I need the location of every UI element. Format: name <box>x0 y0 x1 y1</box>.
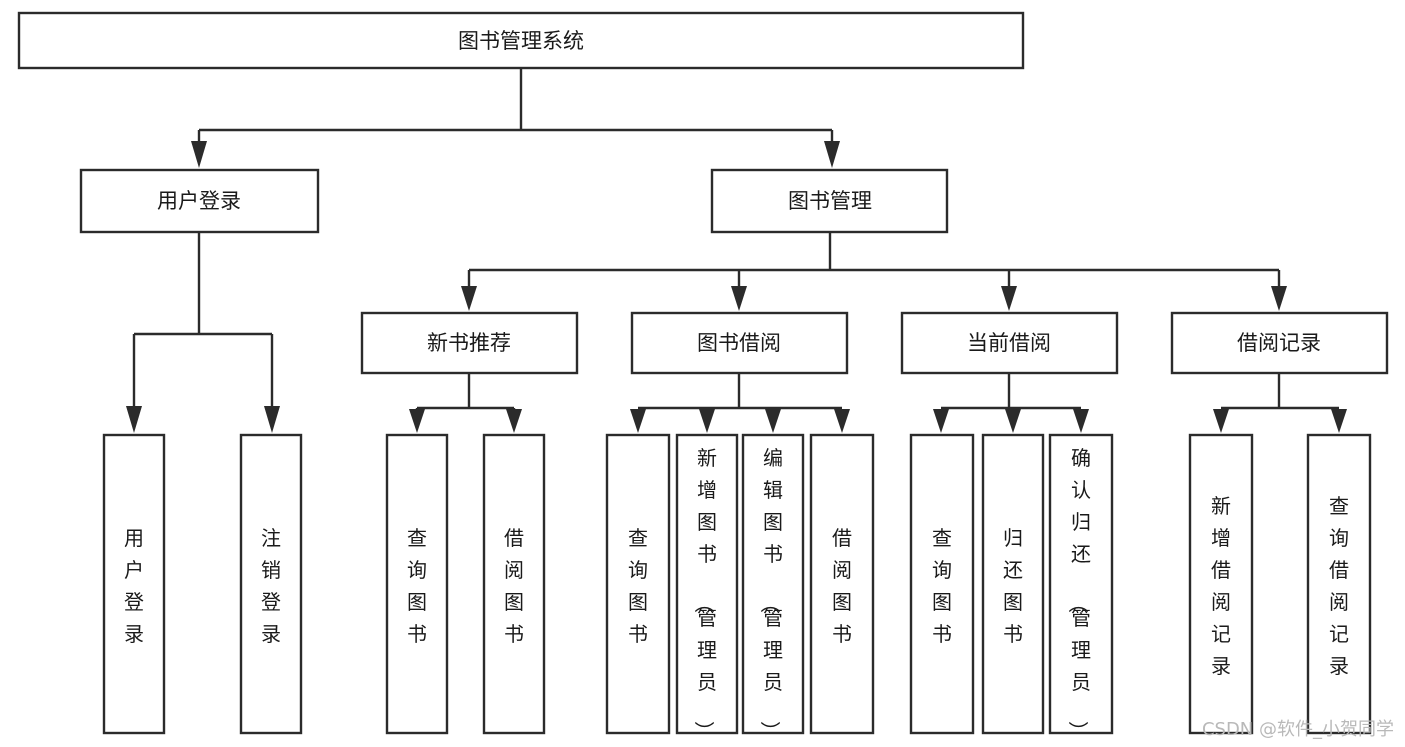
arrow-icon-leaf-borrow-book-2 <box>834 409 850 433</box>
node-user-login[interactable]: 用户登录 <box>79 168 320 234</box>
node-leaf-query-book-3-label: 查询图书 <box>932 526 952 646</box>
node-leaf-borrow-book-1[interactable]: 借阅图书 <box>482 433 546 735</box>
arrow-icon-leaf-user-login <box>126 406 142 433</box>
node-leaf-query-book-3-box[interactable] <box>909 433 975 735</box>
node-leaf-query-book-2[interactable]: 查询图书 <box>605 433 671 735</box>
node-leaf-borrow-book-1-box[interactable] <box>482 433 546 735</box>
arrow-icon-new-book-recommend <box>461 286 477 311</box>
node-leaf-query-book-2-box[interactable] <box>605 433 671 735</box>
node-leaf-query-record[interactable]: 查询借阅记录 <box>1306 433 1372 735</box>
connector-layer <box>126 68 1347 433</box>
node-borrow-record[interactable]: 借阅记录 <box>1170 311 1389 375</box>
node-book-borrow-label: 图书借阅 <box>697 331 781 355</box>
node-book-borrow-box[interactable] <box>630 311 849 375</box>
csdn-watermark: CSDN @软件_小贺同学 <box>1202 719 1394 740</box>
node-root-box[interactable] <box>17 11 1025 70</box>
arrow-icon-current-borrow <box>1001 286 1017 311</box>
node-user-login-label: 用户登录 <box>157 189 241 213</box>
node-leaf-borrow-book-2-box[interactable] <box>809 433 875 735</box>
arrow-icon-leaf-return-book <box>1005 409 1021 433</box>
node-leaf-edit-book-label: 编辑图书（管理员） <box>758 446 783 741</box>
arrow-icon-leaf-query-book-3 <box>933 409 949 433</box>
node-leaf-query-book-3[interactable]: 查询图书 <box>909 433 975 735</box>
arrow-icon-leaf-query-book-2 <box>630 409 646 433</box>
node-leaf-return-book-box[interactable] <box>981 433 1045 735</box>
arrow-icon-book-manage <box>824 141 840 168</box>
node-leaf-borrow-book-2-label: 借阅图书 <box>832 526 852 646</box>
node-current-borrow[interactable]: 当前借阅 <box>900 311 1119 375</box>
arrow-icon-leaf-confirm-return <box>1073 409 1089 433</box>
arrow-icon-leaf-edit-book <box>765 409 781 433</box>
node-new-book-recommend-box[interactable] <box>360 311 579 375</box>
node-leaf-query-book-2-label: 查询图书 <box>628 526 648 646</box>
node-leaf-add-record-label: 新增借阅记录 <box>1211 494 1231 678</box>
node-borrow-record-box[interactable] <box>1170 311 1389 375</box>
node-leaf-user-login-label: 用户登录 <box>124 526 144 646</box>
node-user-login-box[interactable] <box>79 168 320 234</box>
node-leaf-add-record-box[interactable] <box>1188 433 1254 735</box>
arrow-icon-leaf-add-book <box>699 409 715 433</box>
node-leaf-confirm-return-label: 确认归还（管理员） <box>1066 446 1091 741</box>
node-leaf-logout[interactable]: 注销登录 <box>239 433 303 735</box>
leaf-node-layer: 用户登录 注销登录 查询图书 借阅图书 查询图书 新增图书（管理员） <box>102 433 1372 741</box>
node-leaf-add-book-box[interactable] <box>675 433 739 735</box>
node-book-borrow[interactable]: 图书借阅 <box>630 311 849 375</box>
node-book-manage-label: 图书管理 <box>788 189 872 213</box>
node-leaf-confirm-return-box[interactable] <box>1048 433 1114 735</box>
node-borrow-record-label: 借阅记录 <box>1237 331 1321 355</box>
node-leaf-add-record[interactable]: 新增借阅记录 <box>1188 433 1254 735</box>
arrow-icon-leaf-query-book-1 <box>409 409 425 433</box>
node-leaf-query-record-label: 查询借阅记录 <box>1329 494 1349 678</box>
node-root[interactable]: 图书管理系统 <box>17 11 1025 70</box>
node-leaf-borrow-book-1-label: 借阅图书 <box>504 526 524 646</box>
node-leaf-return-book[interactable]: 归还图书 <box>981 433 1045 735</box>
node-book-manage-box[interactable] <box>710 168 949 234</box>
node-leaf-query-book-1-box[interactable] <box>385 433 449 735</box>
node-new-book-recommend[interactable]: 新书推荐 <box>360 311 579 375</box>
node-leaf-query-book-1[interactable]: 查询图书 <box>385 433 449 735</box>
node-leaf-user-login[interactable]: 用户登录 <box>102 433 166 735</box>
node-leaf-query-book-1-label: 查询图书 <box>407 526 427 646</box>
node-new-book-recommend-label: 新书推荐 <box>427 331 511 355</box>
node-current-borrow-box[interactable] <box>900 311 1119 375</box>
node-leaf-add-book-label: 新增图书（管理员） <box>692 446 717 741</box>
arrow-icon-leaf-borrow-book-1 <box>506 409 522 433</box>
node-leaf-confirm-return[interactable]: 确认归还（管理员） <box>1048 433 1114 741</box>
arrow-icon-borrow-record <box>1271 286 1287 311</box>
arrow-icon-leaf-query-record <box>1331 409 1347 433</box>
node-leaf-user-login-box[interactable] <box>102 433 166 735</box>
node-root-label: 图书管理系统 <box>458 29 584 53</box>
node-leaf-logout-box[interactable] <box>239 433 303 735</box>
node-leaf-borrow-book-2[interactable]: 借阅图书 <box>809 433 875 735</box>
node-leaf-logout-label: 注销登录 <box>261 526 281 646</box>
arrow-icon-user-login <box>191 141 207 168</box>
node-current-borrow-label: 当前借阅 <box>967 331 1051 355</box>
node-leaf-return-book-label: 归还图书 <box>1003 526 1023 646</box>
node-leaf-query-record-box[interactable] <box>1306 433 1372 735</box>
node-book-manage[interactable]: 图书管理 <box>710 168 949 234</box>
arrow-icon-leaf-logout <box>264 406 280 433</box>
node-leaf-edit-book-box[interactable] <box>741 433 805 735</box>
node-leaf-edit-book[interactable]: 编辑图书（管理员） <box>741 433 805 741</box>
arrow-icon-book-borrow <box>731 286 747 311</box>
arrow-icon-leaf-add-record <box>1213 409 1229 433</box>
node-leaf-add-book[interactable]: 新增图书（管理员） <box>675 433 739 741</box>
